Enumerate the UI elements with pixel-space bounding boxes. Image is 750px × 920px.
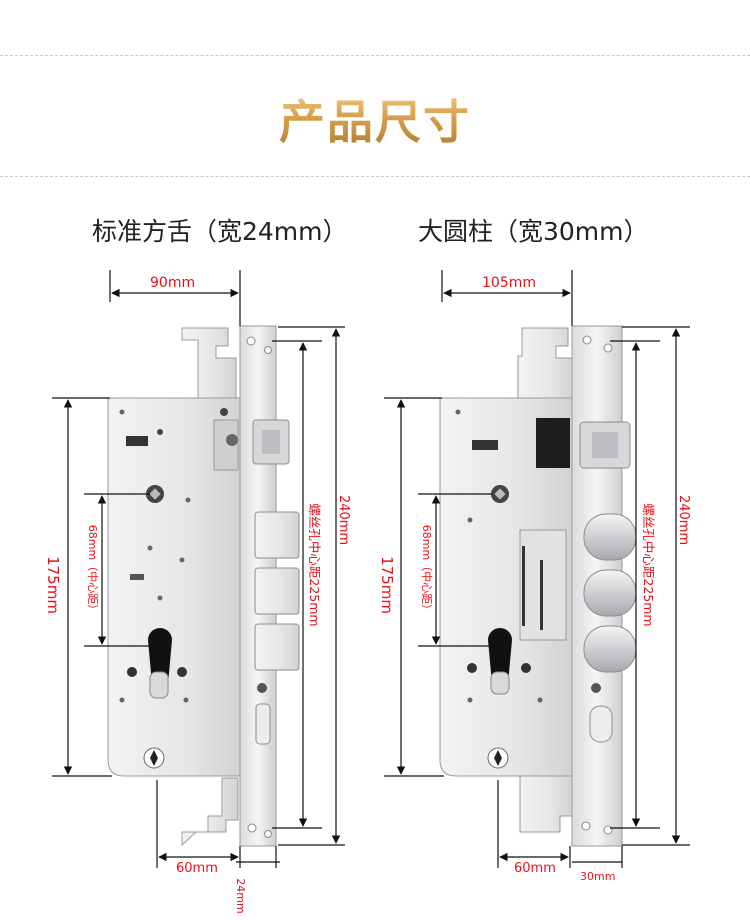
label-total-height: 240mm [676, 495, 691, 545]
label-total-height: 240mm [336, 495, 351, 545]
bottom-dashed-divider [0, 176, 750, 177]
page-title: 产品尺寸 [0, 86, 750, 152]
variant-title-standard-bolt: 标准方舌（宽24mm） [92, 217, 348, 246]
lock-body-standard [107, 325, 300, 847]
label-top-width: 90mm [150, 275, 195, 291]
label-screw-hole-distance: 螺丝孔中心距225mm [641, 503, 656, 626]
dimension-lines-standard [52, 270, 345, 868]
label-plate-width: 30mm [580, 870, 615, 883]
label-bottom-width: 60mm [176, 861, 218, 876]
top-dashed-divider [0, 55, 750, 56]
dimension-labels-large-cylinder: 105mm 175mm 68mm（中心距） 螺丝孔中心距225mm 240mm … [378, 275, 691, 883]
label-height: 175mm [44, 556, 62, 614]
label-screw-hole-distance: 螺丝孔中心距225mm [307, 503, 322, 626]
lock-body-large-cylinder [439, 325, 637, 847]
label-bottom-width: 60mm [514, 861, 556, 876]
label-top-width: 105mm [482, 275, 536, 291]
dimension-labels-standard: 90mm 175mm 68mm（中心距） 螺丝孔中心距225mm 240mm 6… [44, 275, 351, 914]
variant-title-large-cylinder: 大圆柱（宽30mm） [418, 217, 649, 246]
dimension-lines-large-cylinder [384, 270, 690, 868]
label-height: 175mm [378, 556, 396, 614]
label-center-distance: 68mm（中心距） [86, 525, 99, 615]
label-center-distance: 68mm（中心距） [420, 525, 433, 615]
label-plate-width: 24mm [234, 878, 247, 913]
